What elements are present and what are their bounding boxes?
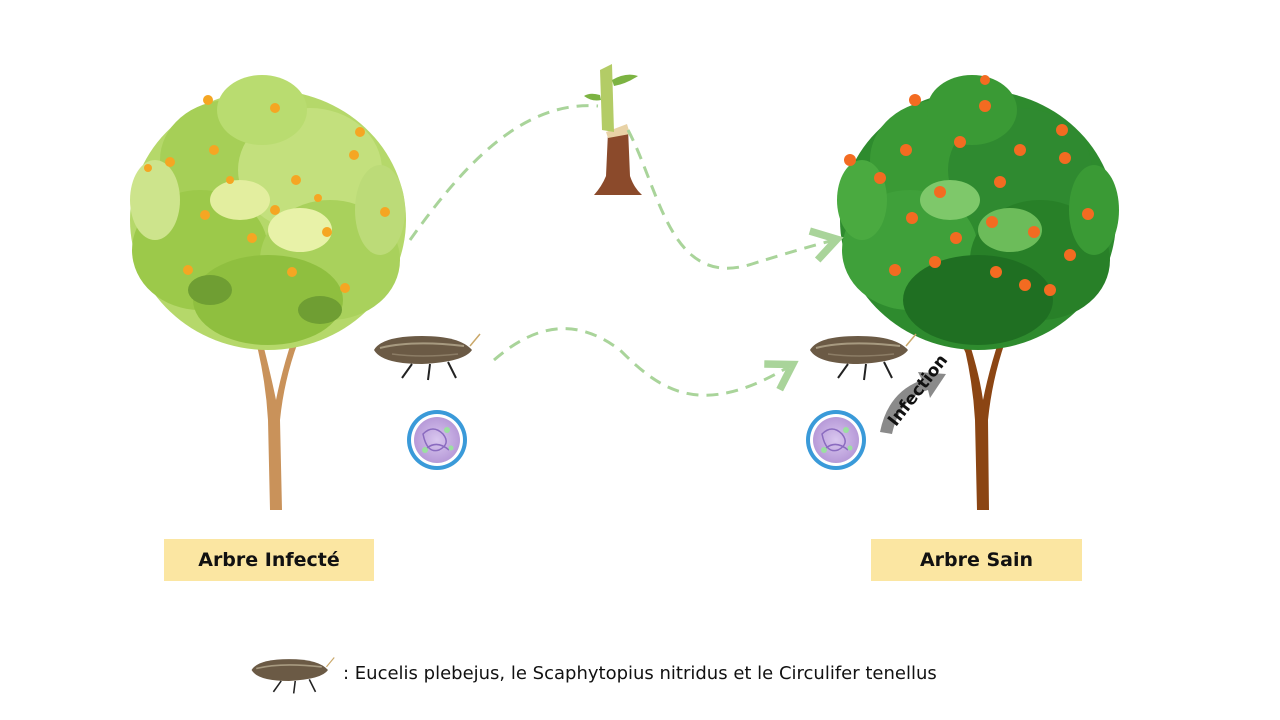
leafhopper-icon (810, 333, 917, 381)
legend-text: : Eucelis plebejus, le Scaphytopius nitr… (343, 663, 937, 684)
graft-transmission-arrow-in (408, 104, 599, 241)
healthy-tree-label: Arbre Sain (871, 539, 1082, 581)
infected-tree-label: Arbre Infecté (164, 539, 374, 581)
leafhopper-icon (374, 333, 481, 381)
healthy-foliage (837, 75, 1119, 350)
infected-tree (130, 75, 406, 510)
bacterium-icon (407, 410, 467, 470)
bacterium-icon (806, 410, 866, 470)
legend-leafhopper-icon (251, 657, 335, 694)
grafted-stem (584, 64, 642, 195)
infected-foliage (130, 75, 406, 350)
graft-transmission-arrow-out (626, 129, 834, 270)
healthy-tree (837, 75, 1119, 510)
infection-arrow (880, 372, 946, 434)
insect-transmission-arrow (493, 327, 790, 397)
infected-fruits (144, 95, 390, 293)
healthy-fruits (844, 75, 1094, 296)
